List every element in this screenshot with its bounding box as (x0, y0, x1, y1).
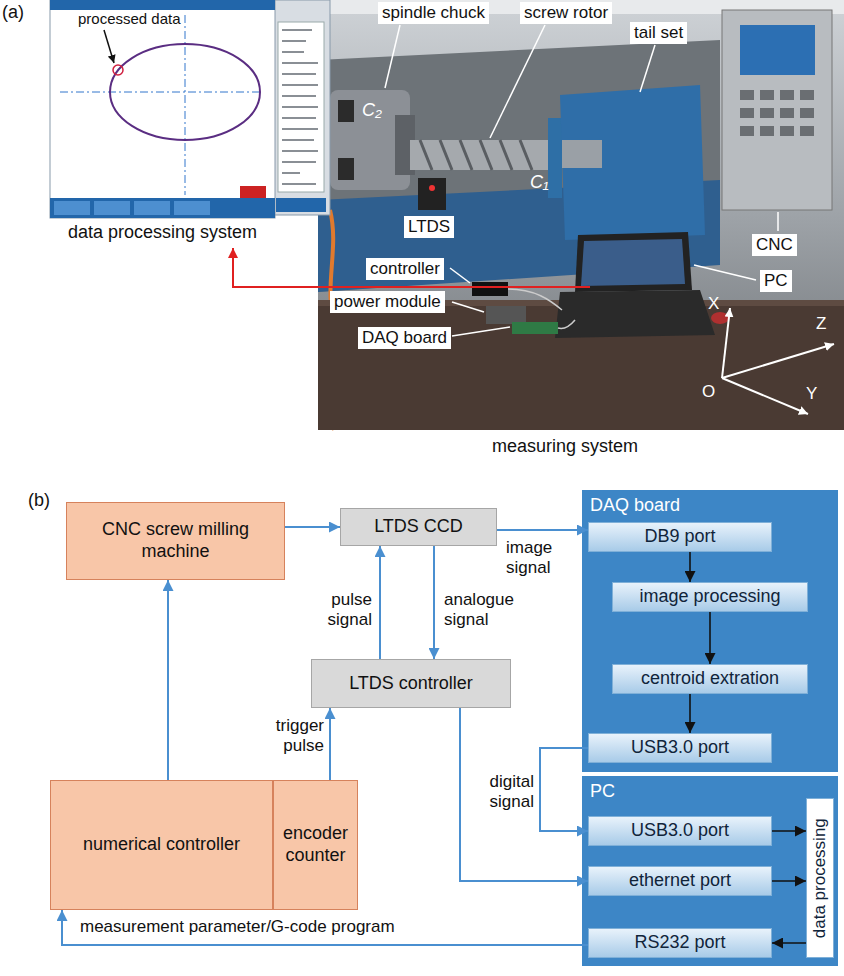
signal-arrow (62, 910, 588, 945)
signal-arrow (329, 708, 331, 780)
signal-label: digital signal (468, 772, 534, 813)
signal-label: measurement parameter/G-code program (80, 917, 395, 937)
part-label: tail set (630, 22, 687, 44)
part-label: spindle chuck (378, 2, 489, 24)
signal-arrow (709, 612, 711, 664)
workshop-photo (318, 0, 844, 430)
box-label: numerical controller (83, 834, 240, 856)
signal-arrow (167, 580, 169, 780)
axis-label: C₂ (362, 100, 382, 122)
process-box: centroid extration (612, 664, 808, 694)
part-label: LTDS (404, 216, 454, 238)
port-box: USB3.0 port (588, 733, 772, 763)
axis-label: O (702, 382, 715, 402)
box-label: LTDS CCD (374, 516, 463, 538)
panel-tag: (a) (2, 2, 24, 24)
box-label: DB9 port (644, 526, 715, 548)
signal-arrow (285, 526, 340, 528)
signal-label: analogue signal (444, 590, 528, 631)
port-box: DB9 port (588, 522, 772, 552)
signal-arrow (772, 880, 806, 882)
signal-arrow (772, 830, 806, 832)
box-label: RS232 port (634, 932, 725, 954)
caption-label: measuring system (492, 436, 638, 458)
port-box: RS232 port (588, 928, 772, 958)
controller-box: numerical controller (50, 780, 273, 910)
signal-label: pulse signal (310, 590, 372, 631)
signal-label: trigger pulse (256, 716, 324, 757)
board-panel: DAQ boardDB9 port image processing centroi… (582, 490, 838, 772)
link-arrow (233, 248, 590, 287)
signal-arrow (689, 694, 691, 733)
signal-arrow (497, 529, 588, 531)
part-label: PC (760, 270, 792, 292)
panel-title: PC (582, 776, 838, 803)
leader-lines (385, 25, 778, 336)
signal-arrow (433, 546, 435, 659)
signal-label: image signal (506, 538, 568, 579)
process-box: image processing (612, 582, 808, 612)
panel-tag: (b) (28, 490, 50, 512)
box-label: centroid extration (641, 668, 779, 690)
box-label: data processing (810, 818, 830, 938)
part-label: power module (330, 291, 445, 313)
axis-label: X (708, 294, 719, 314)
signal-arrow (460, 708, 588, 881)
part-label: screw rotor (520, 2, 612, 24)
pc-panel: PC USB3.0 port ethernet portRS232 port data… (582, 776, 838, 966)
sensor-box: LTDS CCD (340, 508, 497, 546)
box-label: LTDS controller (349, 673, 473, 695)
box-label: USB3.0 port (631, 820, 729, 842)
box-label: image processing (639, 586, 780, 608)
callout-label: processed data (78, 10, 181, 28)
port-box: ethernet port (588, 866, 772, 896)
signal-arrow (689, 552, 691, 582)
box-label: encoder counter (276, 823, 355, 866)
machine-box: CNC screw milling machine (66, 502, 285, 580)
signal-arrow (379, 546, 381, 659)
process-box: data processing (806, 798, 834, 958)
signal-arrow (540, 748, 588, 831)
axis-label: Z (816, 314, 826, 334)
box-label: CNC screw milling machine (101, 519, 251, 562)
axis-arrows (722, 308, 834, 414)
caption-label: data processing system (68, 222, 257, 244)
box-label: USB3.0 port (631, 737, 729, 759)
axis-label: C₁ (530, 172, 549, 194)
part-label: DAQ board (358, 327, 451, 349)
axis-label: Y (806, 384, 817, 404)
software-screenshot (50, 0, 330, 218)
signal-arrow (772, 942, 806, 944)
panel-title: DAQ board (582, 490, 838, 517)
port-box: USB3.0 port (588, 816, 772, 846)
part-label: controller (366, 258, 444, 280)
counter-box: encoder counter (273, 780, 358, 910)
box-label: ethernet port (629, 870, 731, 892)
part-label: CNC (752, 234, 797, 256)
controller-box: LTDS controller (311, 659, 511, 708)
